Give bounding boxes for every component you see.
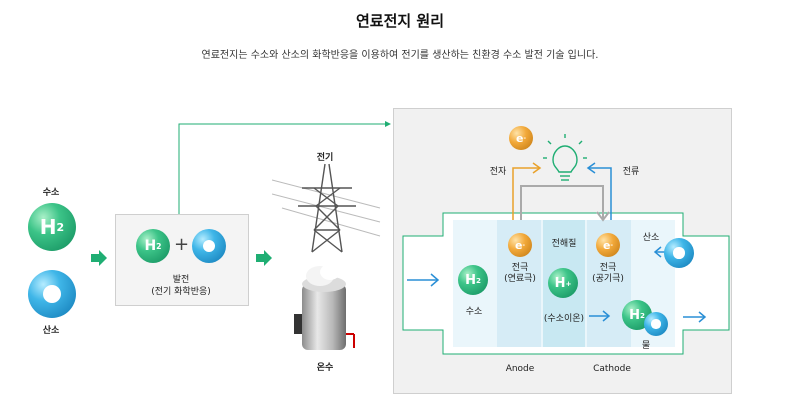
plus-sign: +: [174, 234, 190, 255]
cathode-electrode-sub: (공기극): [592, 274, 624, 284]
cathode-label: Cathode: [593, 364, 631, 374]
electron-top-icon: e-: [509, 126, 533, 150]
electron-label: 전자: [489, 167, 507, 177]
process-oxygen-icon: [192, 229, 226, 263]
light-bulb-icon: [543, 134, 587, 181]
electrolyte-label: 전해질: [551, 239, 577, 249]
anode-electrode-label: 전극: [511, 263, 529, 273]
page-title: 연료전지 원리: [355, 12, 445, 30]
green-arrow-2: [256, 250, 272, 266]
process-box: [115, 214, 249, 306]
electricity-label: 전기: [316, 153, 334, 163]
cell-oxygen-label: 산소: [642, 233, 660, 243]
green-arrow-1: [91, 250, 107, 266]
cathode-electrode-label: 전극: [599, 263, 617, 273]
current-label: 전류: [622, 167, 640, 177]
anode-electrode-sub: (연료극): [504, 274, 536, 284]
oxygen-molecule-icon: [28, 270, 76, 318]
hydrogen-label: 수소: [42, 188, 60, 198]
page-subtitle: 연료전지는 수소와 산소의 화학반응을 이용하여 전기를 생산하는 친환경 수소…: [201, 50, 599, 61]
hydrogen-ion-icon: H+: [548, 268, 578, 298]
water-oxygen-icon: [644, 312, 668, 336]
water-label: 물: [641, 341, 651, 351]
cell-hydrogen-icon: eH2: [458, 265, 488, 295]
power-tower-icon: [272, 163, 381, 253]
anode-label: Anode: [505, 364, 535, 374]
water-heater-icon: [294, 264, 355, 350]
anode-electron-icon: e-: [508, 233, 532, 257]
hydrogen-ion-label: (수소이온): [543, 314, 585, 324]
process-label-sub: (전기 화학반응): [151, 287, 211, 297]
cathode-electron-icon: e-: [596, 233, 620, 257]
oxygen-label: 산소: [42, 326, 60, 336]
process-label: 발전: [172, 275, 190, 285]
cell-oxygen-icon: [664, 238, 694, 268]
cell-hydrogen-label: 수소: [465, 307, 483, 317]
heat-label: 온수: [316, 363, 334, 373]
